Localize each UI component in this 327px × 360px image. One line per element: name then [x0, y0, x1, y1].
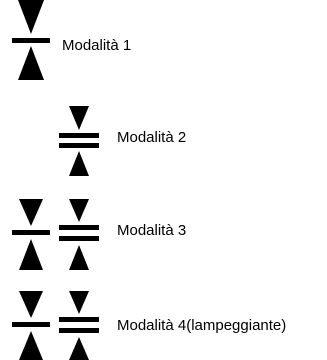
double-bar-icon — [59, 106, 99, 176]
single-bar-icon — [12, 0, 50, 80]
mode-1-label: Modalità 1 — [62, 37, 132, 54]
double-bar-icon — [59, 291, 99, 360]
single-bar-icon — [12, 291, 50, 360]
mode-4-label: Modalità 4(lampeggiante) — [117, 317, 287, 334]
double-bar-icon — [59, 199, 99, 270]
mode-3-label: Modalità 3 — [117, 222, 187, 239]
mode-2-label: Modalità 2 — [117, 129, 187, 146]
single-bar-icon — [12, 199, 50, 270]
